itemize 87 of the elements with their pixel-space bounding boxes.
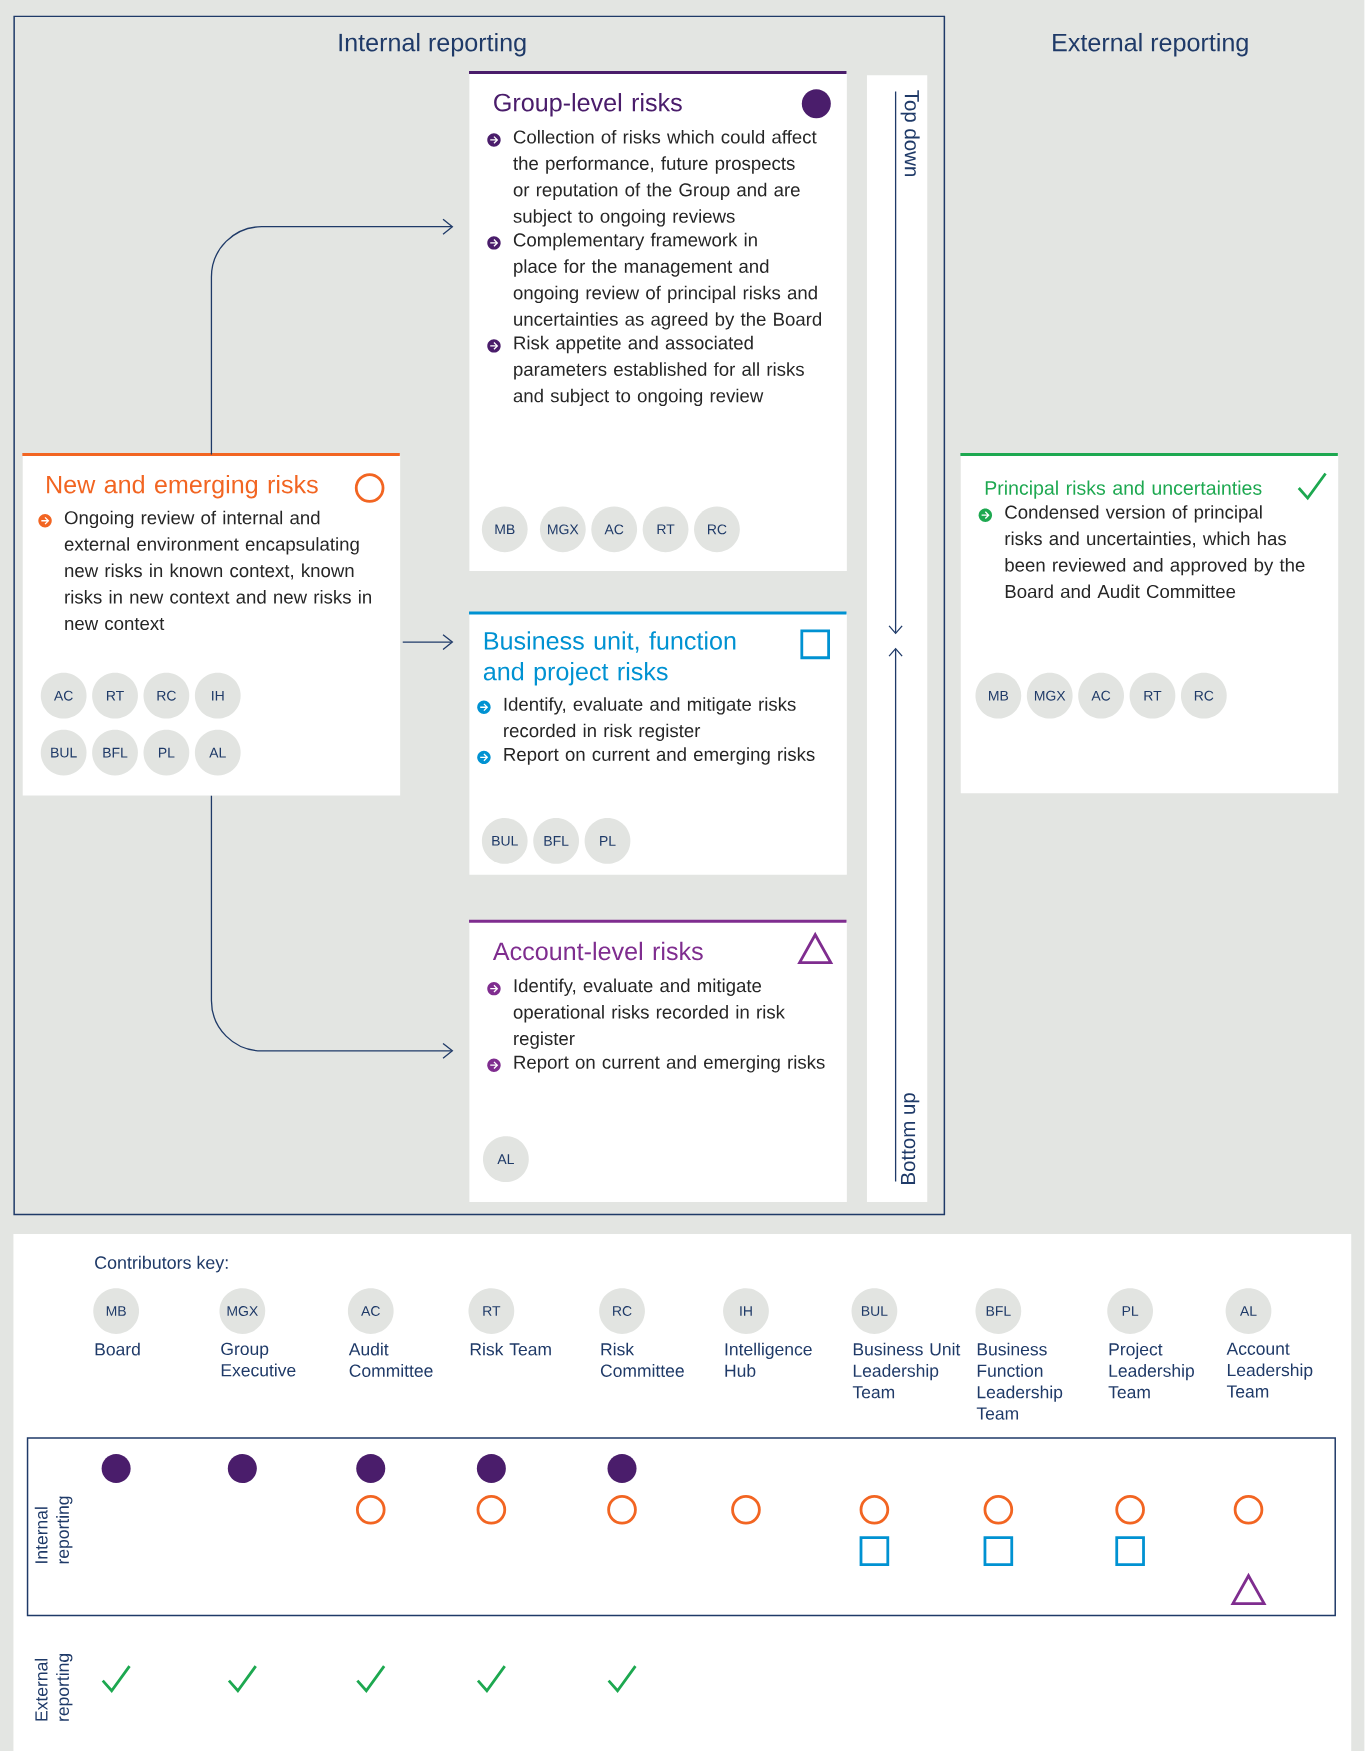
arrow bbox=[210, 795, 454, 1059]
contributor-name: Project Leadership Team bbox=[1108, 1342, 1195, 1399]
bullet-text: Collection of risks which could affect the performance, future prospects or reputation of the Group and are subject to ongoing reviews bbox=[513, 129, 817, 227]
contributor-name: Business Function Leadership Team bbox=[976, 1342, 1063, 1420]
contributor-badge: AC bbox=[1078, 672, 1125, 719]
row-label: External reporting bbox=[34, 1654, 73, 1721]
check-icon bbox=[101, 1665, 131, 1693]
box-title: Principal risks and uncertainties bbox=[986, 480, 1262, 499]
box-title: New and emerging risks bbox=[47, 474, 318, 499]
contributor-name: Risk Committee bbox=[601, 1342, 685, 1377]
contributor-badge: IH bbox=[195, 672, 241, 719]
contributor-badge: MGX bbox=[540, 506, 586, 553]
bullet-text: Identify, evaluate and mitigate operational risks recorded in risk register bbox=[513, 978, 786, 1049]
circle-icon bbox=[476, 1495, 507, 1525]
circle-icon bbox=[1233, 1495, 1264, 1525]
contributor-badge: RC bbox=[1181, 672, 1227, 719]
contributor-badge: BFL bbox=[975, 1288, 1022, 1334]
contributor-badge: AC bbox=[348, 1288, 394, 1334]
contributor-badge: RT bbox=[92, 672, 139, 719]
contributor-name: Board bbox=[95, 1342, 140, 1356]
square-icon bbox=[1115, 1536, 1146, 1566]
bullet-text: Complementary framework in place for the management and ongoing review of principal risks and uncertainties as agreed by the Board bbox=[513, 232, 822, 330]
bullet-text: Ongoing review of internal and external environment encapsulating new risks in known context, known risks in new context and new risks in new context bbox=[65, 510, 372, 631]
bullet-text: Risk appetite and associated parameters established for all risks and subject to ongoing review bbox=[513, 335, 805, 407]
band-label: Bottom up bbox=[901, 1093, 920, 1184]
square-icon bbox=[983, 1536, 1014, 1566]
contributor-name: Risk Team bbox=[471, 1342, 552, 1356]
check-icon bbox=[477, 1665, 507, 1693]
dot-icon bbox=[356, 1453, 386, 1483]
contributor-badge: PL bbox=[143, 729, 190, 776]
contributor-badge: AL bbox=[1225, 1288, 1272, 1334]
contributor-name: Business Unit Leadership Team bbox=[853, 1342, 961, 1399]
contributor-badge: AC bbox=[591, 506, 638, 553]
contributor-name: Intelligence Hub bbox=[725, 1342, 812, 1377]
contributor-badge: AL bbox=[195, 729, 241, 776]
bullet-text: Condensed version of principal risks and uncertainties, which has been reviewed and approved by the Board and Audit Committee bbox=[1005, 505, 1305, 599]
band-label: Top down bbox=[900, 90, 920, 176]
circle-icon bbox=[607, 1495, 637, 1525]
contributor-badge: RC bbox=[143, 672, 190, 719]
contributor-badge: BUL bbox=[482, 818, 528, 864]
contributor-badge: AC bbox=[40, 672, 87, 719]
circle-icon bbox=[356, 1495, 386, 1525]
contributor-name: Account Leadership Team bbox=[1226, 1342, 1313, 1398]
contributor-badge: AL bbox=[483, 1136, 529, 1183]
dot-icon bbox=[101, 1453, 131, 1483]
section-title: External reporting bbox=[1053, 32, 1248, 57]
check-icon bbox=[607, 1665, 637, 1693]
box-title: Group-level risks bbox=[494, 93, 682, 117]
bullet-text: Identify, evaluate and mitigate risks recorded in risk register bbox=[504, 697, 796, 741]
key-heading: Contributors key: bbox=[95, 1255, 228, 1273]
bullet-text: Report on current and emerging risks bbox=[504, 747, 815, 765]
contributor-badge: PL bbox=[584, 818, 631, 864]
circle-icon bbox=[731, 1495, 761, 1525]
contributor-badge: MB bbox=[93, 1288, 140, 1334]
check-icon bbox=[356, 1665, 386, 1693]
contributor-badge: MGX bbox=[1027, 672, 1073, 719]
circle-icon bbox=[1115, 1495, 1146, 1525]
contributor-badge: RC bbox=[599, 1288, 646, 1334]
contributor-badge: RT bbox=[468, 1288, 515, 1334]
contributor-badge: BFL bbox=[92, 729, 139, 776]
check-icon bbox=[228, 1665, 258, 1693]
arrow bbox=[210, 218, 454, 456]
dot-icon bbox=[607, 1453, 637, 1483]
contributor-name: Group Executive bbox=[221, 1342, 296, 1377]
contributor-badge: IH bbox=[723, 1288, 770, 1334]
contributor-badge: BUL bbox=[40, 729, 87, 776]
contributor-badge: RT bbox=[1129, 672, 1176, 719]
contributor-badge: MB bbox=[975, 672, 1022, 719]
circle-icon bbox=[859, 1495, 890, 1525]
box-title: Business unit, function and project risks bbox=[484, 631, 736, 686]
dot-icon bbox=[477, 1453, 507, 1483]
contributor-name: Audit Committee bbox=[349, 1342, 433, 1377]
row-label: Internal reporting bbox=[34, 1496, 73, 1564]
arrow bbox=[402, 634, 454, 651]
circle-icon bbox=[983, 1495, 1014, 1525]
dot-icon bbox=[228, 1453, 258, 1483]
panel-title: Internal reporting bbox=[339, 32, 526, 57]
contributor-badge: MB bbox=[482, 506, 528, 553]
contributor-badge: BFL bbox=[533, 818, 580, 864]
square-icon bbox=[859, 1536, 890, 1566]
box-title: Account-level risks bbox=[493, 941, 703, 961]
contributor-badge: RT bbox=[642, 506, 689, 553]
bullet-text: Report on current and emerging risks bbox=[514, 1055, 825, 1073]
contributor-badge: MGX bbox=[219, 1288, 266, 1334]
contributor-badge: PL bbox=[1107, 1288, 1154, 1334]
contributor-badge: BUL bbox=[851, 1288, 898, 1334]
contributor-badge: RC bbox=[694, 506, 740, 553]
